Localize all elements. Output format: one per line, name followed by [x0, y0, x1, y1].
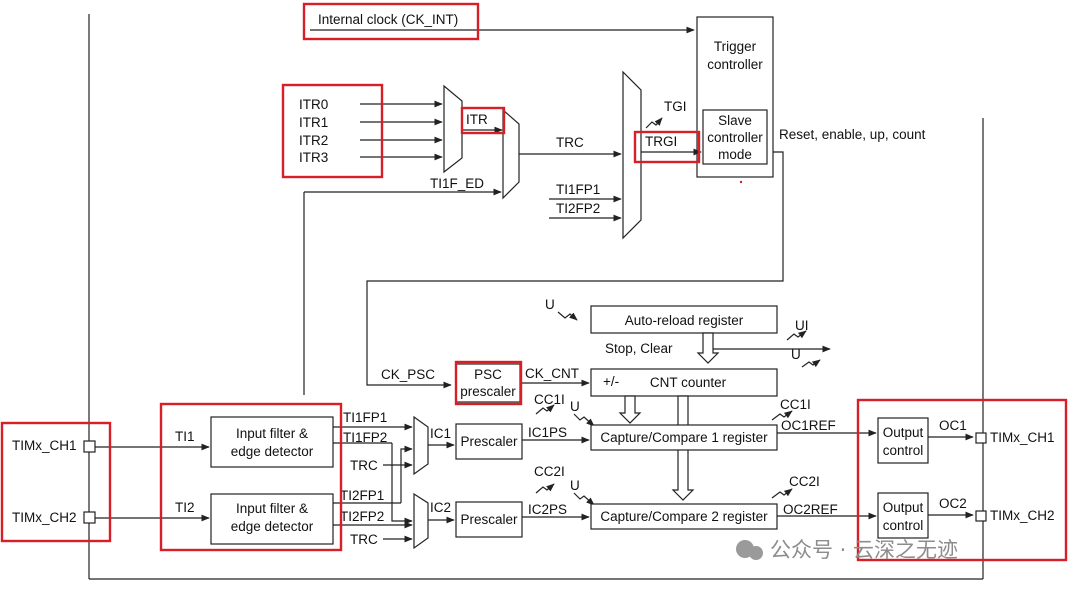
out2-label-2: control — [883, 518, 924, 533]
out-pin2-label: TIMx_CH2 — [990, 508, 1055, 523]
ccr1-label: Capture/Compare 1 register — [600, 430, 768, 445]
trigger-controller: Trigger controller Slave controller mode… — [696, 16, 926, 184]
cc1i-in-label: CC1I — [534, 392, 565, 407]
trigger-controller-label-2: controller — [707, 57, 763, 72]
ck-psc-label: CK_PSC — [381, 367, 435, 382]
tgi-label: TGI — [664, 99, 687, 114]
u2-label: U — [791, 347, 801, 362]
out1-label-1: Output — [883, 425, 924, 440]
highlight-input-filters — [159, 402, 343, 552]
cc1i-out-label: CC1I — [780, 397, 811, 412]
highlight-input-pins — [0, 421, 112, 543]
psc-label-2: prescaler — [460, 384, 516, 399]
ch1-prescaler-label: Prescaler — [460, 434, 518, 449]
oc1ref-label: OC1REF — [781, 418, 836, 433]
highlight-psc — [454, 360, 523, 406]
highlight-trgi — [633, 130, 701, 164]
itr2-label: ITR2 — [299, 133, 328, 148]
counter-section: U Auto-reload register Stop, Clear UI U … — [455, 297, 831, 501]
itr-mux-label: ITR — [466, 112, 488, 127]
watermark-text: 公众号 · 云深之无迹 — [770, 538, 958, 562]
itr-section: ITR0 ITR1 ITR2 ITR3 ITR TI1F_ED TRC TI1F… — [299, 70, 702, 395]
ti2fp2-top-label: TI2FP2 — [556, 201, 600, 216]
u-label-top: U — [545, 297, 555, 312]
ch2-filter-label-2: edge detector — [231, 519, 314, 534]
itr0-label: ITR0 — [299, 97, 328, 112]
highlight-itr — [460, 106, 506, 135]
ch1-trc-label: TRC — [350, 458, 378, 473]
psc-label-1: PSC — [474, 367, 502, 382]
ti1f-ed-label: TI1F_ED — [430, 176, 484, 191]
slave-mode-label-2: controller — [707, 130, 763, 145]
ti1fp2-label: TI1FP2 — [343, 430, 387, 445]
ch2-prescaler-label: Prescaler — [460, 512, 518, 527]
watermark: 公众号 · 云深之无迹 — [736, 538, 958, 562]
highlight-boxes — [0, 2, 1068, 562]
cc2i-out-label: CC2I — [789, 474, 820, 489]
oc2-label: OC2 — [939, 496, 967, 511]
ch2-u-label: U — [570, 478, 580, 493]
oc2ref-label: OC2REF — [783, 502, 838, 517]
ui-label: UI — [795, 318, 809, 333]
highlight-itr-inputs — [281, 83, 384, 179]
frame-lines — [88, 14, 984, 580]
ccr2-label: Capture/Compare 2 register — [600, 509, 768, 524]
cnt-counter-label: CNT counter — [650, 375, 727, 390]
highlight-internal-clock — [302, 2, 480, 41]
trgi-label: TRGI — [645, 134, 677, 149]
ti1fp1-label: TI1FP1 — [343, 410, 387, 425]
ch2-filter-label-1: Input filter & — [236, 501, 308, 516]
trigger-controller-label-1: Trigger — [714, 39, 757, 54]
clock-route: CK_PSC — [366, 151, 784, 389]
ch2-trc-label: TRC — [350, 532, 378, 547]
ti2-label: TI2 — [175, 500, 195, 515]
ic2ps-label: IC2PS — [528, 502, 567, 517]
slave-mode-label-3: mode — [718, 147, 752, 162]
stop-clear-label: Stop, Clear — [605, 341, 673, 356]
highlight-output — [856, 398, 1068, 562]
out2-label-1: Output — [883, 500, 924, 515]
oc1-label: OC1 — [939, 418, 967, 433]
ch1-filter-label-2: edge detector — [231, 444, 314, 459]
ck-cnt-label: CK_CNT — [525, 366, 579, 381]
itr1-label: ITR1 — [299, 115, 328, 130]
ti2fp1-label: TI2FP1 — [340, 488, 384, 503]
ti2fp2-label: TI2FP2 — [340, 509, 384, 524]
ic1ps-label: IC1PS — [528, 425, 567, 440]
channel-2: TIMx_CH2 TI2 Input filter & edge detecto… — [12, 445, 1055, 550]
slave-mode-label-1: Slave — [718, 113, 752, 128]
reset-enable-label: Reset, enable, up, count — [779, 127, 926, 142]
ti1-label: TI1 — [175, 429, 195, 444]
out1-label-2: control — [883, 443, 924, 458]
ch2-pin-label: TIMx_CH2 — [12, 510, 77, 525]
itr3-label: ITR3 — [299, 150, 328, 165]
channel-1: TIMx_CH1 TI1 Input filter & edge detecto… — [12, 392, 1055, 525]
internal-clock-label: Internal clock (CK_INT) — [318, 12, 458, 27]
ic2-label: IC2 — [430, 500, 451, 515]
ch1-u-label: U — [570, 399, 580, 414]
cc2i-in-label: CC2I — [534, 464, 565, 479]
trc-top-label: TRC — [556, 135, 584, 150]
plus-minus-label: +/- — [603, 374, 619, 389]
ch1-filter-label-1: Input filter & — [236, 426, 308, 441]
ic1-label: IC1 — [430, 426, 451, 441]
autoreload-label: Auto-reload register — [625, 313, 744, 328]
internal-clock-group: Internal clock (CK_INT) — [310, 12, 695, 34]
ch1-pin-label: TIMx_CH1 — [12, 438, 77, 453]
ti1fp1-top-label: TI1FP1 — [556, 182, 600, 197]
out-pin1-label: TIMx_CH1 — [990, 430, 1055, 445]
